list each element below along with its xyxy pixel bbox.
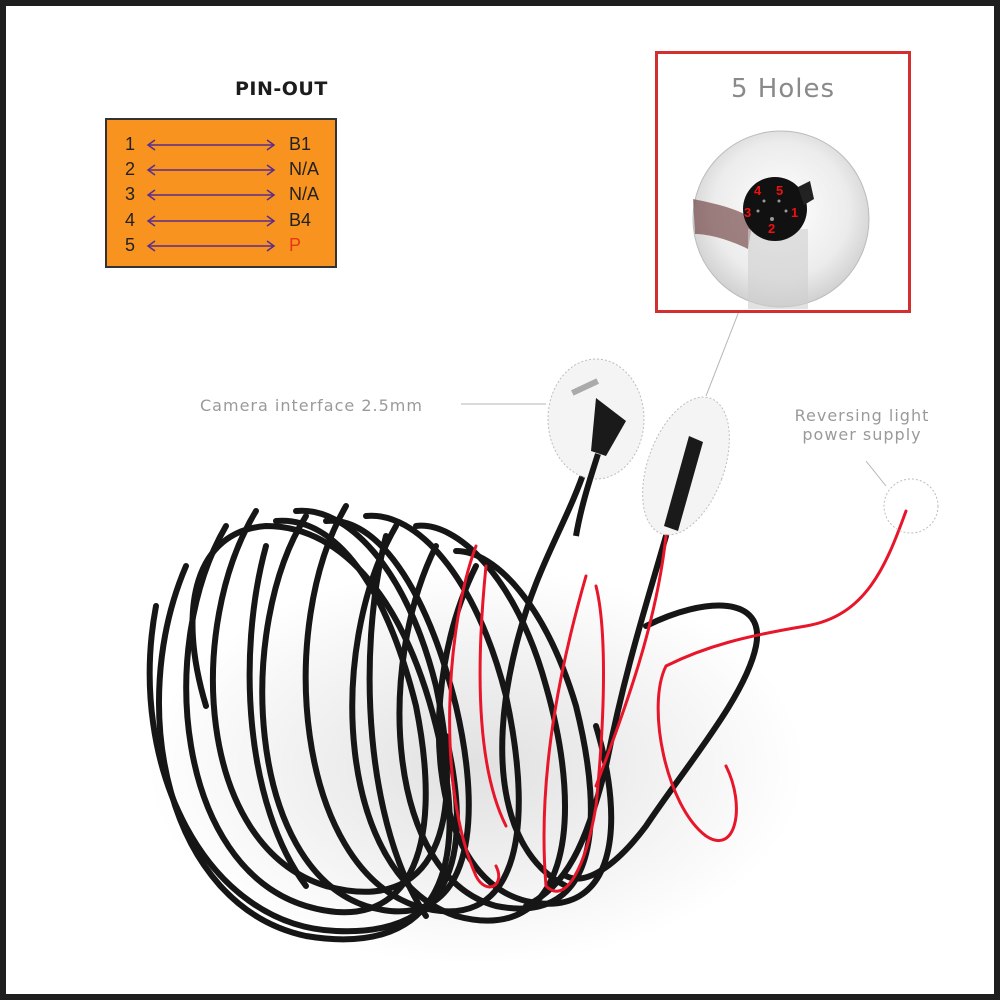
pin-signal-power: P (289, 235, 302, 255)
pin-signal: N/A (289, 159, 320, 179)
pinout-row: 2 N/A (107, 159, 335, 183)
double-arrow-icon (146, 189, 276, 201)
pin-number: 4 (125, 210, 136, 230)
pinout-row: 1 B1 (107, 134, 335, 158)
reversing-light-label-line1: Reversing light (794, 406, 930, 425)
five-holes-title: 5 Holes (730, 74, 836, 104)
pin-label-4: 4 (754, 183, 762, 198)
double-arrow-icon (146, 164, 276, 176)
five-pin-connector-cable (642, 396, 730, 536)
pin-signal: N/A (289, 184, 320, 204)
pinout-title: PIN-OUT (235, 78, 328, 100)
connector-face-closeup: 4 5 3 1 2 (692, 130, 870, 309)
pinout-row: 3 N/A (107, 184, 335, 208)
double-arrow-icon (146, 240, 276, 252)
reversing-light-label: Reversing light power supply (782, 406, 942, 444)
product-image-canvas: PIN-OUT 1 B1 2 N/A 3 N/A 4 B4 5 P 5 Ho (6, 6, 994, 994)
camera-interface-label: Camera interface 2.5mm (200, 396, 423, 415)
pin-number: 2 (125, 159, 136, 179)
pin-signal: B4 (289, 210, 312, 230)
pin-label-5: 5 (776, 183, 783, 198)
cable-coil-illustration (146, 305, 939, 966)
pin-label-1: 1 (791, 205, 798, 220)
pin-number: 3 (125, 184, 136, 204)
pin-label-2: 2 (768, 221, 775, 236)
five-holes-inset: 5 Holes 4 5 3 1 2 (655, 51, 911, 313)
pinout-table: 1 B1 2 N/A 3 N/A 4 B4 5 P (105, 118, 337, 268)
double-arrow-icon (146, 139, 276, 151)
double-arrow-icon (146, 215, 276, 227)
pin-label-3: 3 (744, 205, 751, 220)
pin-number: 5 (125, 235, 136, 255)
pinout-row: 4 B4 (107, 210, 335, 234)
camera-plug-2-5mm (547, 358, 645, 537)
reversing-light-label-line2: power supply (802, 425, 922, 444)
pin-number: 1 (125, 134, 136, 154)
pin-signal: B1 (289, 134, 312, 154)
pinout-row: 5 P (107, 235, 335, 259)
